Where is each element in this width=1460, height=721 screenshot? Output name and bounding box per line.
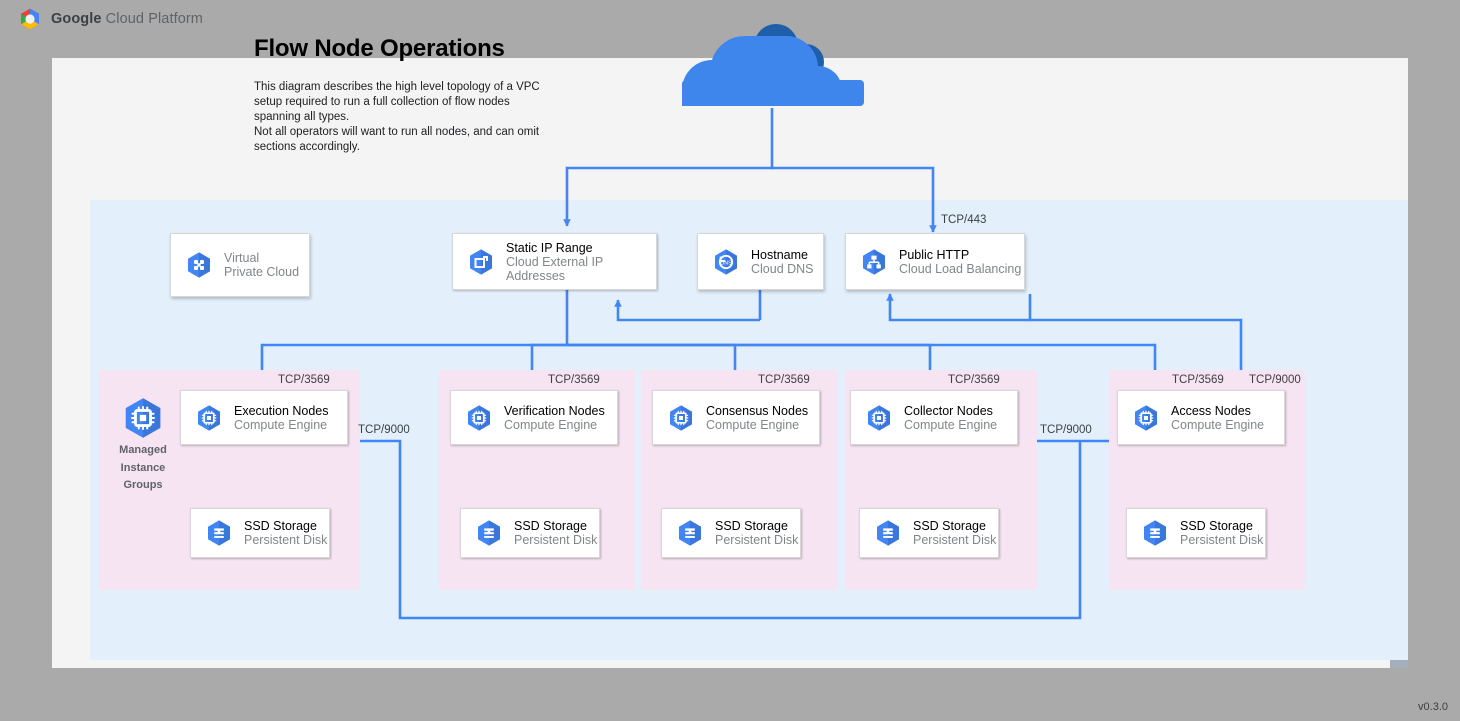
node-title: SSD Storage [244,519,317,533]
node-subtitle: Persistent Disk [715,533,799,547]
node-label-group: Access Nodes Compute Engine [1171,404,1264,432]
managed-instance-groups-line-1: Managed [119,444,167,456]
node-label-group: SSD Storage Persistent Disk [913,519,996,547]
node-execution-nodes[interactable]: Execution Nodes Compute Engine [180,390,359,456]
page-title: Flow Node Operations [254,35,505,62]
node-label-group: SSD Storage Persistent Disk [514,519,597,547]
port-label-collector-9000: TCP/9000 [1040,424,1092,436]
cloud-load-balancing-icon [863,248,885,275]
node-title: Verification Nodes [504,403,605,418]
compute-engine-icon [868,404,890,431]
node-title: Public HTTP [899,247,970,262]
node-subtitle: Cloud External IP Addresses [506,254,604,283]
node-label-group: Verification Nodes Compute Engine [504,404,605,432]
node-subtitle: Compute Engine [706,417,800,432]
node-subtitle: Compute Engine [1171,417,1265,432]
node-hostname[interactable]: DNS Hostname Cloud DNS [697,233,824,290]
node-consensus-nodes[interactable]: Consensus Nodes Compute Engine [652,390,831,456]
node-collector-ssd-storage[interactable]: SSD Storage Persistent Disk [859,508,1010,569]
svg-text:DNS: DNS [720,260,732,266]
port-label-execution-3569: TCP/3569 [278,374,330,386]
port-label-lb-443: TCP/443 [941,214,987,226]
node-title: Access Nodes [1171,403,1251,418]
port-label-access-3569: TCP/3569 [1172,374,1224,386]
brand-bold: Google [51,11,102,27]
virtual-private-cloud-icon [188,252,210,278]
node-label-group: SSD Storage Persistent Disk [715,519,798,547]
vpc-title: Virtual [224,251,260,265]
node-subtitle: Cloud Load Balancing [899,261,1022,276]
node-verification-ssd-storage[interactable]: SSD Storage Persistent Disk [460,508,611,569]
managed-instance-groups-icon [125,398,161,438]
node-virtual-private-cloud[interactable]: Virtual Private Cloud [170,233,310,297]
node-subtitle: Persistent Disk [913,533,997,547]
compute-engine-icon [468,404,490,431]
node-title: Static IP Range [506,240,593,255]
cloud-external-ip-icon [470,248,492,275]
node-label-group: Virtual Private Cloud [224,251,299,279]
node-subtitle: Persistent Disk [514,533,598,547]
port-label-consensus-3569: TCP/3569 [758,374,810,386]
persistent-disk-icon [478,520,500,546]
node-title: SSD Storage [514,519,587,533]
compute-engine-icon [1135,404,1157,431]
node-public-http[interactable]: Public HTTP Cloud Load Balancing [845,233,1025,290]
persistent-disk-icon [208,520,230,546]
node-subtitle: Compute Engine [234,417,328,432]
description-line-2: Not all operators will want to run all n… [254,126,540,153]
node-title: SSD Storage [1180,519,1253,533]
brand-rest: Cloud Platform [101,11,203,27]
managed-instance-groups-line-2: Instance [120,461,166,474]
node-title: Hostname [751,247,808,262]
node-label-group: SSD Storage Persistent Disk [244,519,327,547]
node-access-nodes[interactable]: Access Nodes Compute Engine [1117,390,1296,456]
port-label-verification-3569: TCP/3569 [548,374,600,386]
node-label-group: Static IP Range Cloud External IP Addres… [506,241,656,283]
persistent-disk-icon [1144,520,1166,546]
node-execution-ssd-storage[interactable]: SSD Storage Persistent Disk [190,508,341,569]
node-consensus-ssd-storage[interactable]: SSD Storage Persistent Disk [661,508,812,569]
description-line-1: This diagram describes the high level to… [254,81,540,123]
cloud-icon [682,24,864,106]
version-label: v0.3.0 [1418,701,1448,713]
node-title: SSD Storage [913,519,986,533]
cloud-dns-icon: DNS [715,248,737,275]
port-label-collector-3569: TCP/3569 [948,374,1000,386]
port-label-execution-9000: TCP/9000 [358,424,410,436]
persistent-disk-icon [877,520,899,546]
node-label-group: SSD Storage Persistent Disk [1180,519,1263,547]
node-verification-nodes[interactable]: Verification Nodes Compute Engine [450,390,629,456]
node-title: SSD Storage [715,519,788,533]
node-subtitle: Compute Engine [504,417,598,432]
diagram-description: This diagram describes the high level to… [254,80,554,155]
vpc-subtitle: Private Cloud [224,265,300,279]
node-title: Consensus Nodes [706,403,809,418]
brand-header: Google Cloud Platform [18,7,203,31]
managed-instance-groups-line-3: Groups [123,479,163,491]
node-subtitle: Compute Engine [904,417,998,432]
google-cloud-logo-icon [21,8,39,30]
node-label-group: Execution Nodes Compute Engine [234,404,329,432]
node-label-group: Collector Nodes Compute Engine [904,404,997,432]
node-collector-nodes[interactable]: Collector Nodes Compute Engine [850,390,1029,456]
persistent-disk-icon [679,520,701,546]
node-subtitle: Cloud DNS [751,261,814,276]
node-label-group: Consensus Nodes Compute Engine [706,404,808,432]
node-label-group: Hostname Cloud DNS [751,248,814,276]
node-subtitle: Persistent Disk [244,533,328,547]
compute-engine-icon [670,404,692,431]
port-label-access-9000: TCP/9000 [1249,374,1301,386]
node-access-ssd-storage[interactable]: SSD Storage Persistent Disk [1126,508,1277,569]
node-title: Execution Nodes [234,403,329,418]
node-label-group: Public HTTP Cloud Load Balancing [899,248,1021,276]
brand-label: Google Cloud Platform [51,11,203,27]
node-title: Collector Nodes [904,403,993,418]
managed-instance-groups-label-block: Managed Instance Groups [112,396,174,493]
node-static-ip-range[interactable]: Static IP Range Cloud External IP Addres… [452,233,668,301]
node-subtitle: Persistent Disk [1180,533,1264,547]
compute-engine-icon [198,404,220,431]
